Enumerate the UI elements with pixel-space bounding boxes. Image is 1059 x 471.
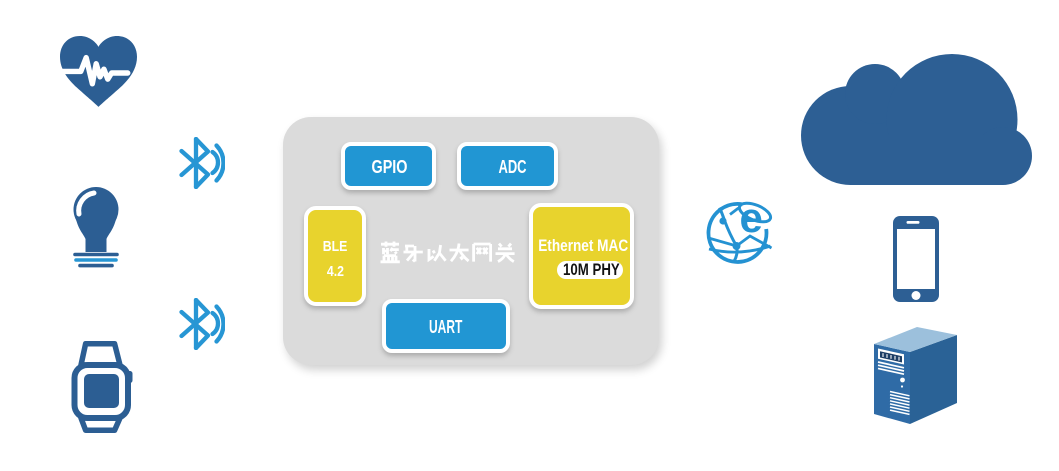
svg-text:e: e (740, 196, 763, 241)
